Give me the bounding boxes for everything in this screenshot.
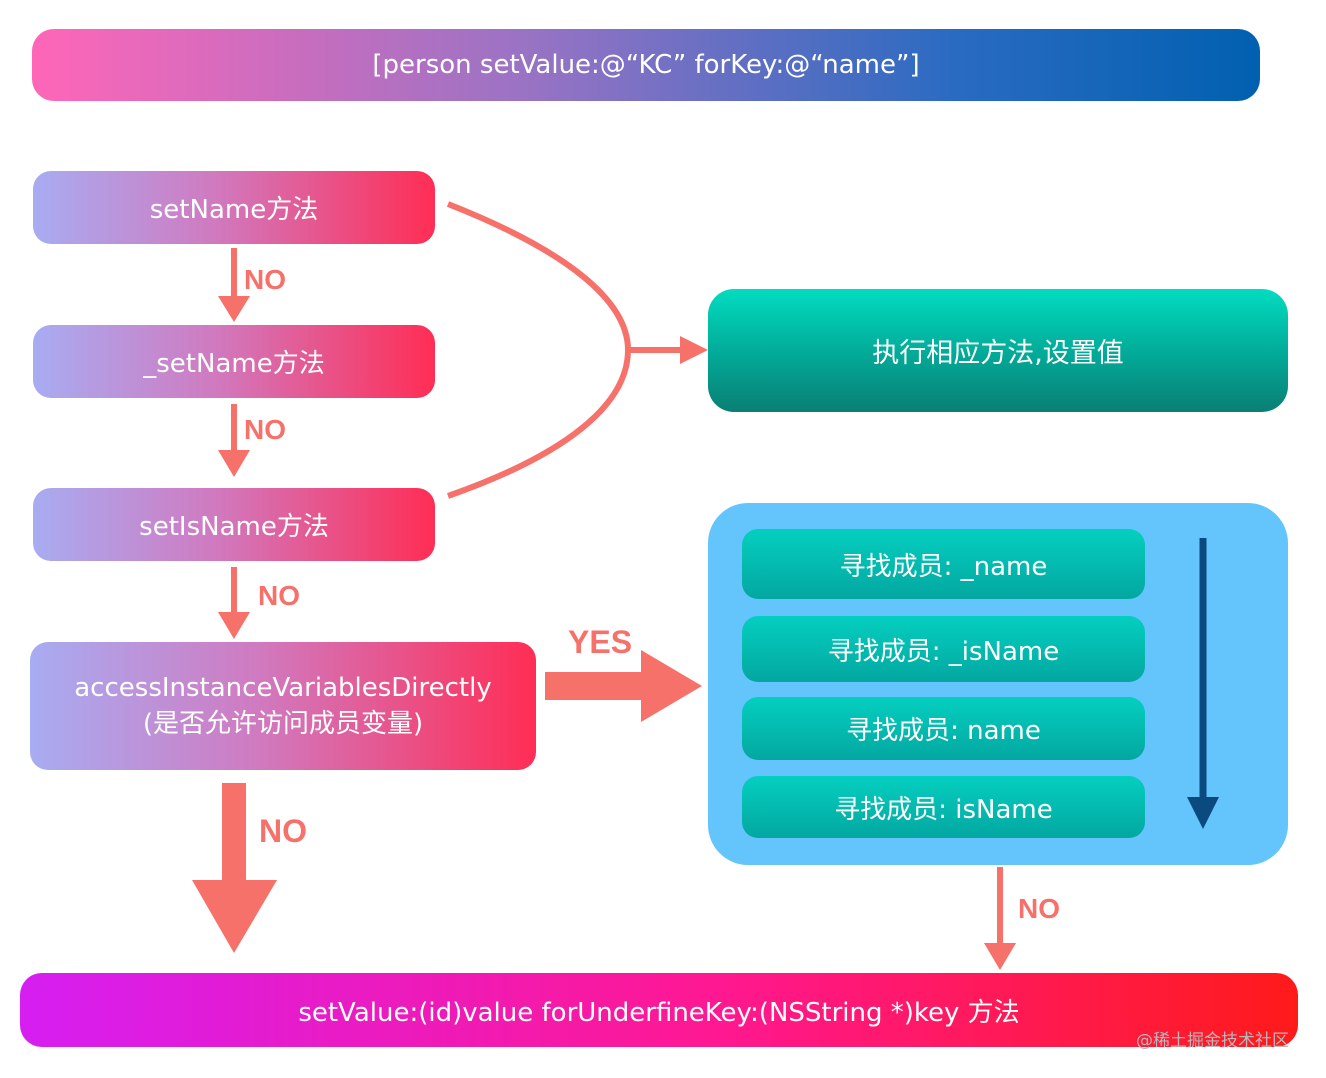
member-item-isname: 寻找成员: isName <box>742 776 1145 838</box>
member-item-label: 寻找成员: _isName <box>827 636 1060 667</box>
arrow-setname-to-underscore <box>218 248 250 322</box>
member-item-label: 寻找成员: _name <box>839 551 1048 582</box>
no-label-3: NO <box>258 580 300 611</box>
undefined-key-banner: setValue:(id)value forUnderfineKey:(NSSt… <box>20 973 1298 1047</box>
arrow-yes-to-members <box>545 650 702 722</box>
step-underscore-setname-label: _setName方法 <box>143 349 325 379</box>
no-label-5: NO <box>1018 893 1060 924</box>
top-call-text: [person setValue:@“KC” forKey:@“name”] <box>372 50 920 80</box>
step-setname: setName方法 <box>33 171 435 244</box>
step-setisname: setIsName方法 <box>33 488 435 561</box>
arrow-members-to-undefined-key <box>984 867 1016 970</box>
access-line-1: accessInstanceVariablesDirectly <box>74 673 492 703</box>
member-item-name: 寻找成员: name <box>742 697 1145 760</box>
access-line-2: (是否允许访问成员变量) <box>142 709 424 739</box>
execute-method-label: 执行相应方法,设置值 <box>872 338 1124 369</box>
arrow-underscore-to-setisname <box>218 404 250 477</box>
member-item-underscore-isname: 寻找成员: _isName <box>742 616 1145 682</box>
execute-method-box: 执行相应方法,设置值 <box>708 289 1288 412</box>
member-item-label: 寻找成员: name <box>846 716 1041 746</box>
arrow-access-to-undefined-key <box>192 783 277 953</box>
arrow-setisname-to-access <box>218 567 250 639</box>
member-item-underscore-name: 寻找成员: _name <box>742 529 1145 599</box>
watermark: @稀土掘金技术社区 <box>1136 1031 1289 1051</box>
curve-methods-found <box>446 201 708 499</box>
top-call-banner: [person setValue:@“KC” forKey:@“name”] <box>32 29 1260 101</box>
no-label-4: NO <box>259 813 307 849</box>
no-label-2: NO <box>244 414 286 445</box>
undefined-key-text: setValue:(id)value forUnderfineKey:(NSSt… <box>298 997 1020 1028</box>
yes-label: YES <box>568 624 633 660</box>
step-setisname-label: setIsName方法 <box>139 512 329 542</box>
step-access-instance-variables: accessInstanceVariablesDirectly (是否允许访问成… <box>30 642 536 770</box>
step-setname-label: setName方法 <box>149 195 319 225</box>
member-item-label: 寻找成员: isName <box>834 794 1053 825</box>
step-underscore-setname: _setName方法 <box>33 325 435 398</box>
no-label-1: NO <box>244 264 286 295</box>
